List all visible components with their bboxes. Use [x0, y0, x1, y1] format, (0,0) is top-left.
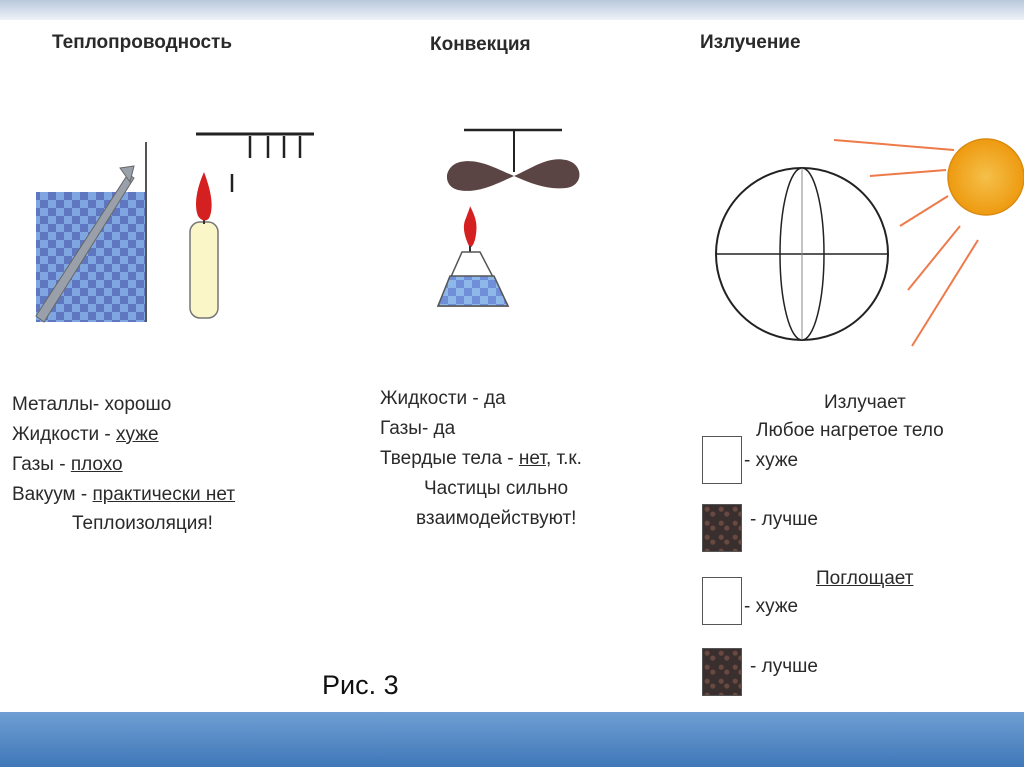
metal-rod — [35, 173, 135, 323]
bottom-band — [0, 712, 1024, 767]
convection-interact: взаимодействуют! — [416, 508, 577, 529]
convection-solids: Твердые тела - нет, т.к. — [380, 448, 582, 469]
radiation-absorbs-title: Поглощает — [816, 568, 914, 589]
figure-caption: Рис. 3 — [322, 670, 399, 700]
absorb-dark-label: - лучше — [750, 656, 818, 677]
sun-rays — [833, 139, 979, 347]
top-band — [0, 0, 1024, 20]
heading-convection: Конвекция — [430, 34, 531, 55]
convection-illustration — [436, 128, 580, 307]
illustrations — [35, 128, 1024, 347]
candle-icon — [189, 221, 219, 319]
absorb-light-label: - хуже — [744, 596, 799, 617]
convection-particles: Частицы сильно — [424, 478, 569, 499]
swatch-light-absorb — [702, 577, 742, 625]
conduction-vacuum: Вакуум - практически нет — [12, 484, 236, 505]
flame-icon — [196, 172, 212, 221]
conduction-liquids: Жидкости - хуже — [12, 424, 159, 445]
radiation-illustration — [715, 138, 1024, 347]
heading-radiation: Излучение — [700, 32, 801, 53]
sun-icon — [947, 138, 1024, 216]
burner-flame-icon — [463, 206, 477, 248]
emit-light-label: - хуже — [744, 450, 799, 471]
swatch-dark-absorb — [702, 648, 742, 696]
conduction-insulation: Теплоизоляция! — [72, 513, 213, 534]
convection-liquids: Жидкости - да — [380, 388, 506, 409]
propeller-blade-left — [446, 161, 514, 191]
conduction-gases: Газы - плохо — [12, 454, 123, 475]
swatch-light-emit — [702, 436, 742, 484]
rod-tip — [119, 165, 135, 184]
swatch-dark-emit — [702, 504, 742, 552]
emit-dark-label: - лучше — [750, 509, 818, 530]
conduction-illustration — [35, 132, 314, 323]
conduction-metals: Металлы- хорошо — [12, 394, 172, 415]
radiation-emits-subtitle: Любое нагретое тело — [756, 420, 944, 441]
propeller-blade-right — [514, 159, 580, 189]
radiation-emits-title: Излучает — [824, 392, 906, 413]
flask-liquid — [436, 275, 510, 307]
convection-gases: Газы- да — [380, 418, 456, 439]
heading-conduction: Теплопроводность — [52, 32, 233, 53]
